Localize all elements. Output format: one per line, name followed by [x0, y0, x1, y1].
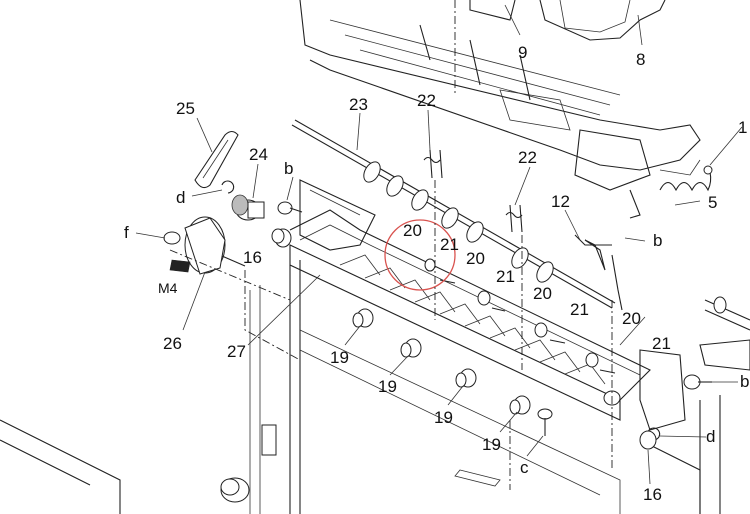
label-b-mid: b	[653, 231, 662, 250]
label-12: 12	[551, 192, 570, 211]
label-26: 26	[163, 334, 182, 353]
spring-part	[629, 165, 713, 219]
label-21-c: 21	[570, 300, 589, 319]
shaft-rollers	[363, 161, 554, 283]
label-b-right: b	[740, 372, 749, 391]
belt-part	[194, 130, 239, 189]
label-21-b: 21	[496, 267, 515, 286]
label-d-right: d	[706, 427, 715, 446]
upper-frame-assembly	[299, 0, 701, 191]
bushing-16-left	[271, 228, 292, 248]
label-f: f	[124, 223, 129, 242]
label-21-d: 21	[652, 334, 671, 353]
label-d-left: d	[176, 188, 185, 207]
label-b-left: b	[284, 159, 293, 178]
roller-19-b	[400, 338, 422, 358]
label-20-d: 20	[622, 309, 641, 328]
highlight-circle	[384, 219, 456, 291]
bushing-16-right	[639, 430, 657, 450]
label-5: 5	[708, 193, 717, 212]
screw-c	[537, 408, 553, 436]
label-19-a: 19	[330, 348, 349, 367]
guide-ribs	[339, 254, 606, 385]
label-20-b: 20	[466, 249, 485, 268]
roller-shaft	[291, 119, 616, 309]
label-9: 9	[518, 43, 527, 62]
roller-19-a	[352, 308, 374, 328]
e-ring-d-left	[221, 180, 235, 194]
label-22-mid: 22	[518, 148, 537, 167]
spring-22-left	[423, 149, 443, 179]
roller-19-d	[509, 395, 531, 415]
label-27: 27	[227, 342, 246, 361]
right-edge-parts	[699, 296, 750, 371]
spring-22-right	[505, 204, 523, 233]
label-19-b: 19	[378, 377, 397, 396]
label-c: c	[520, 458, 529, 477]
right-bracket	[574, 234, 686, 431]
roller-19-c	[455, 368, 477, 388]
label-22-top: 22	[417, 91, 436, 110]
label-20-circled: 20	[403, 221, 422, 240]
assembly-centerlines	[169, 180, 613, 490]
label-23: 23	[349, 95, 368, 114]
label-19-c: 19	[434, 408, 453, 427]
screw-b-left	[277, 201, 303, 215]
label-16-left: 16	[243, 248, 262, 267]
label-24: 24	[249, 145, 268, 164]
e-ring-d-right	[647, 427, 661, 441]
label-25: 25	[176, 99, 195, 118]
label-8: 8	[636, 50, 645, 69]
screw-b-right	[683, 374, 712, 390]
leader-lines	[135, 4, 743, 485]
label-20-c: 20	[533, 284, 552, 303]
gear-part	[231, 194, 265, 221]
rollers-20-pins-21	[424, 258, 616, 374]
label-1: 1	[738, 118, 747, 137]
motor-part	[163, 216, 246, 275]
label-16-right: 16	[643, 485, 662, 504]
label-19-d: 19	[482, 435, 501, 454]
label-21-circled: 21	[440, 235, 459, 254]
label-m4: M4	[158, 280, 178, 296]
callout-labels: 9 8 25 23 22 22 24 b d f 16 M4 26 27 20 …	[124, 43, 749, 504]
